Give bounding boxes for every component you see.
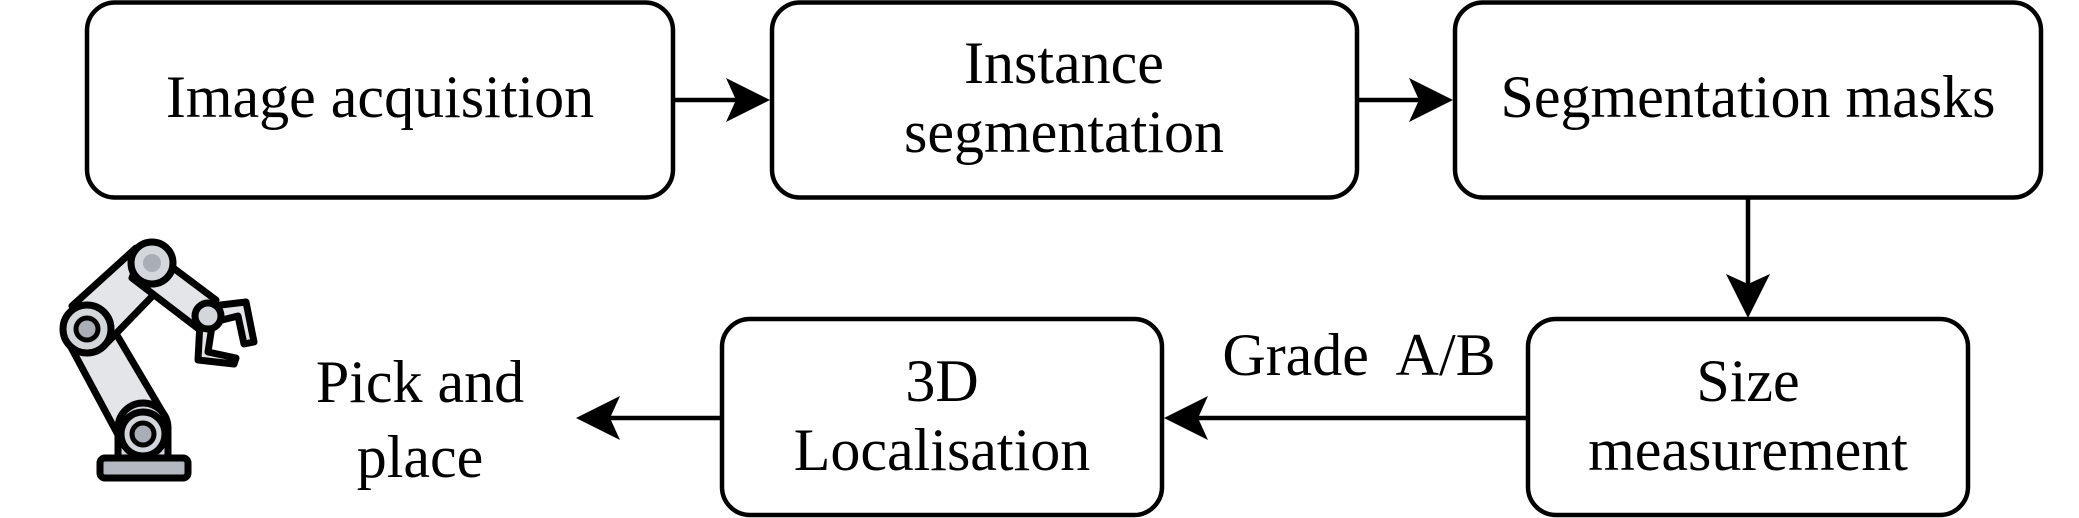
arrowhead-right-icon xyxy=(1409,78,1453,122)
terminal-label-line-2: place xyxy=(357,424,484,490)
robot-base-plate xyxy=(96,454,192,482)
node-label: Segmentation masks xyxy=(1501,64,1996,130)
node-instance-segmentation: Instance segmentation xyxy=(769,0,1360,200)
node-label-line-1: 3D xyxy=(905,348,978,414)
node-label-line-1: Instance xyxy=(964,30,1164,96)
terminal-label-line-1: Pick and xyxy=(316,349,524,415)
node-box xyxy=(1525,316,1971,518)
node-box xyxy=(769,0,1360,200)
robot-elbow-joint-core xyxy=(73,315,101,343)
node-segmentation-masks: Segmentation masks xyxy=(1452,0,2044,200)
node-label: Image acquisition xyxy=(166,64,594,130)
terminal-pick-and-place: Pick and place xyxy=(316,349,524,490)
robot-arm-icon xyxy=(59,238,258,482)
arrowhead-left-icon xyxy=(576,396,620,440)
node-label-line-2: measurement xyxy=(1588,417,1908,483)
edge-label-grade: Grade A/B xyxy=(1222,322,1495,388)
robot-top-joint-core xyxy=(143,254,161,272)
edge-size-measurement-to-3d-localisation: Grade A/B xyxy=(1164,322,1528,440)
node-box xyxy=(719,316,1165,518)
edge-image-acquisition-to-instance-segmentation xyxy=(673,78,770,122)
node-label-line-1: Size xyxy=(1696,348,1799,414)
node-image-acquisition: Image acquisition xyxy=(84,0,676,200)
arrowhead-left-icon xyxy=(1164,396,1208,440)
node-label-line-2: Localisation xyxy=(794,417,1091,483)
robot-wrist-joint xyxy=(191,299,225,333)
node-label-line-2: segmentation xyxy=(904,99,1224,165)
node-size-measurement: Size measurement xyxy=(1525,316,1971,518)
arrowhead-right-icon xyxy=(726,78,770,122)
edge-instance-segmentation-to-segmentation-masks xyxy=(1357,78,1453,122)
edge-3d-localisation-to-pick-and-place xyxy=(576,396,722,440)
robot-base-joint-core xyxy=(129,420,157,448)
node-box xyxy=(84,0,676,200)
arrowhead-down-icon xyxy=(1726,274,1770,318)
node-3d-localisation: 3D Localisation xyxy=(719,316,1165,518)
node-box xyxy=(1452,0,2044,200)
edge-segmentation-masks-to-size-measurement xyxy=(1726,197,1770,318)
